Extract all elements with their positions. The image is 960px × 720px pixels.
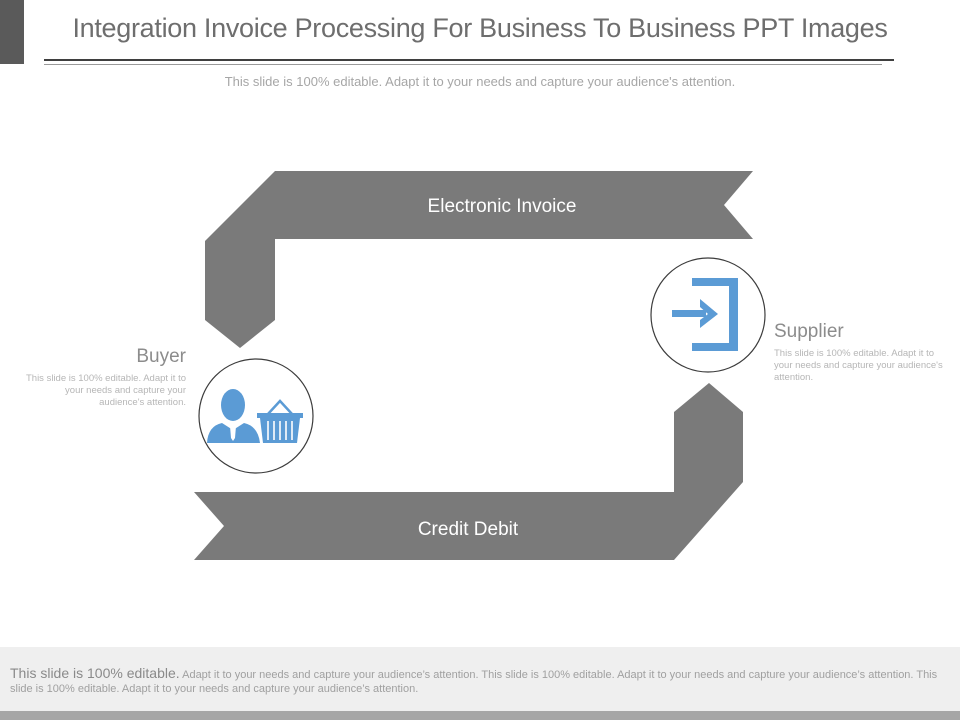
person-icon xyxy=(207,389,260,443)
shopping-basket-icon xyxy=(257,399,303,443)
title-divider-thin xyxy=(44,64,882,65)
buyer-label: Buyer xyxy=(136,346,186,367)
credit-debit-label: Credit Debit xyxy=(417,519,519,540)
title-divider xyxy=(44,59,894,61)
corner-tab xyxy=(0,0,24,64)
supplier-label: Supplier xyxy=(774,321,844,342)
buyer-description: This slide is 100% editable. Adapt it to… xyxy=(25,373,186,408)
credit-debit-arrow xyxy=(194,383,743,560)
sign-in-icon xyxy=(672,278,738,351)
electronic-invoice-arrow xyxy=(205,171,753,348)
slide-title: Integration Invoice Processing For Busin… xyxy=(72,13,888,43)
footer-text: Adapt it to your needs and capture your … xyxy=(10,669,938,695)
footer-lead: This slide is 100% editable. xyxy=(10,665,180,681)
electronic-invoice-label: Electronic Invoice xyxy=(427,196,577,217)
footer-note: This slide is 100% editable. Adapt it to… xyxy=(0,647,960,711)
bottom-bar xyxy=(0,711,960,720)
supplier-description: This slide is 100% editable. Adapt it to… xyxy=(774,348,943,383)
buyer-circle xyxy=(198,358,314,474)
slide-subtitle: This slide is 100% editable. Adapt it to… xyxy=(224,74,736,89)
